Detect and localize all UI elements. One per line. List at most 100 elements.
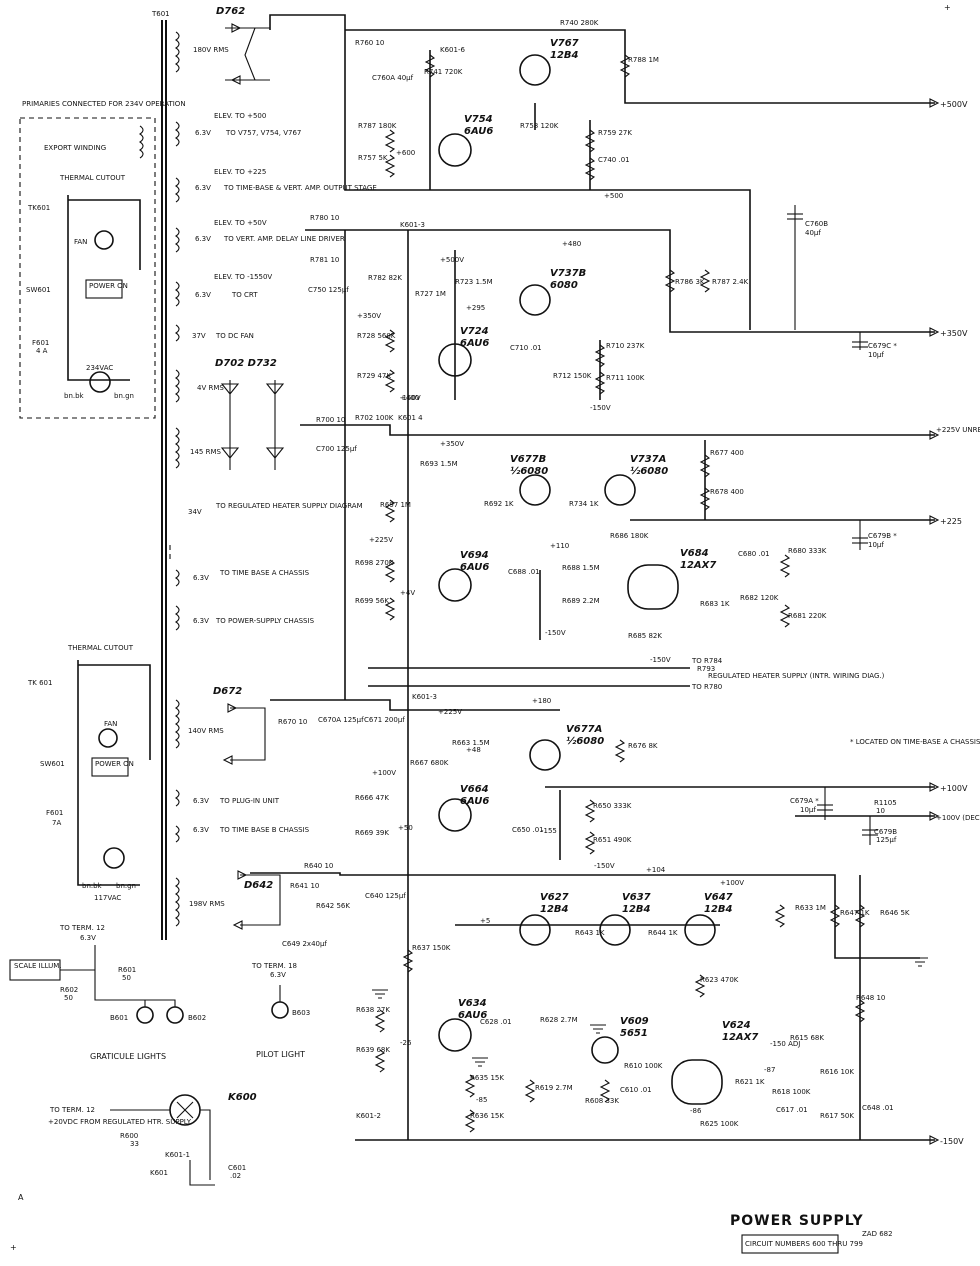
winding-voltage: 4V RMS [197, 384, 224, 392]
cap-label: C679C * [868, 342, 897, 350]
component-label: +350V [357, 312, 381, 320]
component-label: C648 .01 [862, 1104, 894, 1112]
component-label: R678 400 [710, 488, 744, 496]
component-label: -150V [590, 404, 611, 412]
component-label: -85 [476, 1096, 487, 1104]
wire-color: bn.bk [64, 392, 85, 400]
component-label: +225V [438, 708, 462, 716]
component-label: K601-2 [356, 1112, 381, 1120]
title-block: POWER SUPPLY CIRCUIT NUMBERS 600 THRU 79… [10, 3, 951, 1254]
tube-type: ½6080 [630, 465, 668, 477]
component-label: R782 82K [368, 274, 402, 282]
component-label: R680 333K [788, 547, 827, 555]
tube-type: 5651 [620, 1028, 648, 1039]
component-label: C628 .01 [480, 1018, 512, 1026]
tube-name: V677A [566, 724, 602, 735]
winding-voltage: 6.3V [193, 797, 209, 805]
title-box [741, 1234, 839, 1254]
vacuum-tubes [438, 54, 723, 1105]
component-label: R670 10 [278, 718, 307, 726]
tube-name: V634 [458, 998, 487, 1009]
component-label: +600 [396, 149, 415, 157]
tk601-label: TK 601 [27, 679, 52, 687]
light-term: TO TERM. 12 [59, 924, 105, 932]
output-label: +225 [940, 517, 962, 526]
component-label: R787 180K [358, 122, 397, 130]
component-label: R682 120K [740, 594, 779, 602]
component-label: R681 220K [788, 612, 827, 620]
sw601-label: SW601 [40, 760, 65, 768]
component-label: R646 5K [880, 909, 910, 917]
component-label: C688 .01 [508, 568, 540, 576]
component-label: R759 27K [598, 129, 632, 137]
tube-type: 12B4 [622, 904, 651, 915]
component-label: R641 10 [290, 882, 319, 890]
component-label: R757 5K [358, 154, 388, 162]
relay-contact: K601-1 [165, 1151, 190, 1159]
scale-illum-label: SCALE ILLUM. [14, 962, 62, 970]
location-note: * LOCATED ON TIME-BASE A CHASSIS [850, 738, 980, 746]
fuse-value: 7A [52, 819, 61, 827]
output-label: +350V [940, 329, 968, 338]
ref-label: TO R784 [691, 657, 723, 665]
cap-label: C760B [805, 220, 828, 228]
lamp-icon [166, 1006, 184, 1024]
cap-label: C679B [874, 828, 897, 836]
title-box-text: CIRCUIT NUMBERS 600 THRU 799 [745, 1240, 863, 1248]
diode-pair-label: D702 D732 [215, 358, 277, 369]
resistor-label: R602 [60, 986, 78, 994]
component-label: R669 39K [355, 829, 389, 837]
component-label: R692 1K [484, 500, 514, 508]
component-label: R700 10 [316, 416, 345, 424]
component-label: R633 1M [795, 904, 826, 912]
tube-name: V694 [460, 550, 489, 561]
diode-bridge-d672: D672 [213, 686, 242, 697]
winding-destination: TO V757, V754, V767 [225, 129, 301, 137]
light-term-v: 6.3V [80, 934, 96, 942]
component-label: -150V [545, 629, 566, 637]
tube-v627-icon [519, 914, 551, 946]
tube-name: V647 [704, 892, 733, 903]
fan-motor-icon [98, 728, 118, 748]
component-label: R727 1M [415, 290, 446, 298]
relay-name: K600 [228, 1092, 257, 1103]
tube-v737b-icon [519, 284, 551, 316]
component-label: R758 120K [520, 122, 559, 130]
power-on-indicator [91, 757, 129, 777]
tube-v677a-icon [529, 739, 561, 771]
output-label: +225V UNREG. TO CRT [936, 426, 980, 434]
lamp-label: B602 [188, 1014, 206, 1022]
tube-name: V724 [460, 326, 489, 337]
component-label: R786 3K [675, 278, 705, 286]
tube-name: V737B [550, 268, 586, 279]
regulated-note: REGULATED HEATER SUPPLY (INTR. WIRING DI… [708, 672, 885, 680]
component-label: R729 47K [357, 372, 391, 380]
component-label: +295 [466, 304, 485, 312]
primary-top: PRIMARIES CONNECTED FOR 234V OPERATION E… [19, 100, 186, 419]
tube-type: ½6080 [510, 465, 548, 477]
component-label: R666 47K [355, 794, 389, 802]
relay-term: TO TERM. 12 [49, 1106, 95, 1114]
tube-name: V677B [510, 454, 546, 465]
component-label: R642 56K [316, 902, 350, 910]
tube-type: 6AU6 [460, 338, 489, 349]
component-label: R699 56K [355, 597, 389, 605]
component-label: -150V [400, 394, 421, 402]
component-label: C760A 40µf [372, 74, 414, 82]
winding-elevation: ELEV. TO +225 [214, 168, 266, 176]
mains-voltage: 234VAC [86, 364, 113, 372]
relay-resistor: R600 [120, 1132, 138, 1140]
component-label: K601-3 [412, 693, 437, 701]
component-label: C670A 125µf [318, 716, 364, 724]
lamp-icon [136, 1006, 154, 1024]
component-label: C617 .01 [776, 1106, 808, 1114]
tube-type: 12AX7 [722, 1032, 758, 1043]
pilot-light-label: PILOT LIGHT [256, 1050, 305, 1059]
component-label: R650 333K [593, 802, 632, 810]
drawing-id: ZAD 682 [862, 1230, 893, 1238]
diode-bridge-d642: D642 [244, 880, 273, 891]
winding-destination: TO TIME-BASE & VERT. AMP. OUTPUT STAGE [223, 184, 377, 192]
component-label: R693 1.5M [420, 460, 458, 468]
f601-label: F601 [32, 339, 49, 347]
component-label: R643 1K [575, 929, 605, 937]
